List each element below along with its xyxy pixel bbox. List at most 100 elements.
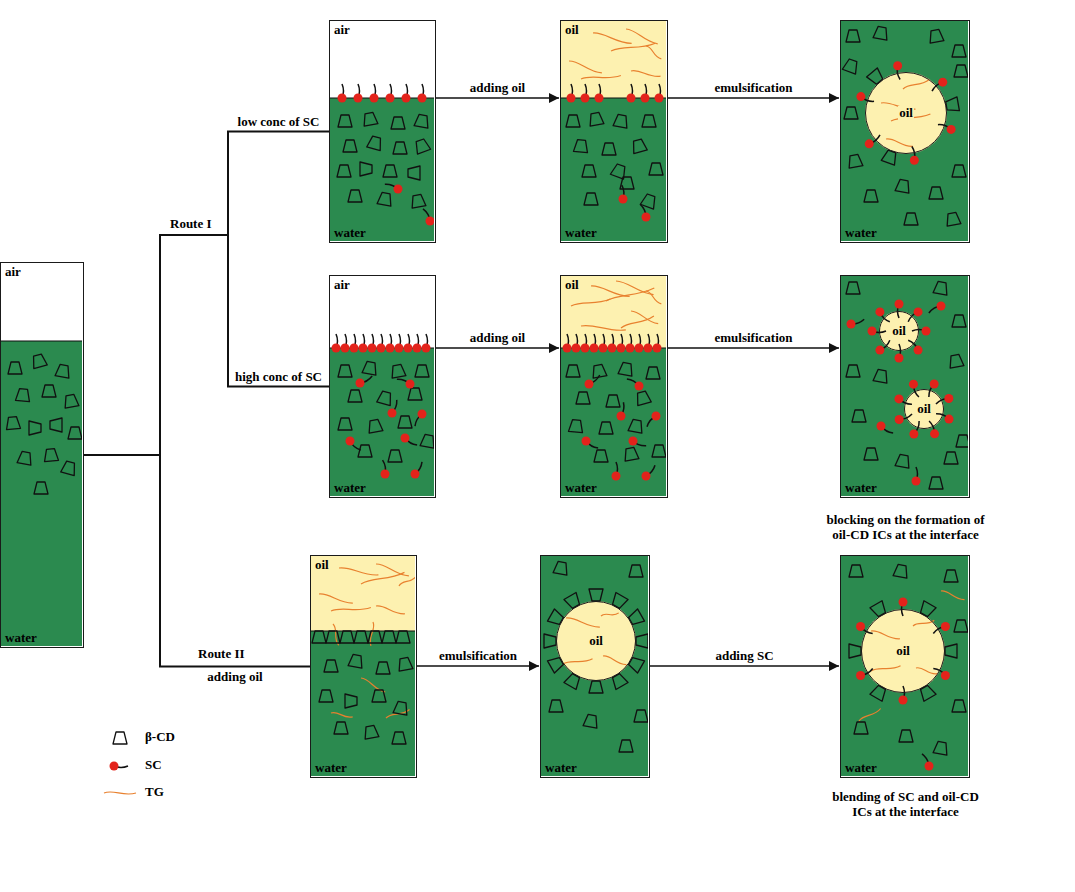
cyclodextrin-symbol (393, 142, 407, 154)
surfactant-head (595, 94, 604, 103)
cyclodextrin-symbol (635, 390, 652, 405)
cyclodextrin-symbol (576, 392, 590, 404)
cyclodextrin-symbol (326, 631, 340, 643)
process-arrow (436, 347, 559, 349)
cyclodextrin-symbol (362, 361, 378, 375)
water-phase (541, 556, 648, 776)
surfactant-head (626, 344, 635, 353)
surfactant-head (350, 344, 359, 353)
surfactant-head (599, 344, 608, 353)
cyclodextrin-symbol (849, 644, 861, 658)
edge-label: emulsification (439, 649, 517, 664)
phase-label: water (314, 761, 348, 775)
cyclodextrin-symbol (606, 395, 620, 407)
cyclodextrin-symbol (408, 166, 420, 180)
cyclodextrin-symbol (16, 388, 31, 401)
surfactant-head (585, 380, 594, 389)
phase-panel: airwater (329, 20, 436, 243)
interface-line (561, 97, 666, 98)
cyclodextrin-symbol (895, 454, 911, 468)
surfactant-head (426, 217, 435, 226)
cyclodextrin-symbol (944, 570, 958, 582)
upper-phase (1, 263, 82, 341)
surfactant-head (635, 382, 644, 391)
cyclodextrin-symbol (627, 655, 644, 673)
phase-label: water (4, 631, 38, 645)
phase-label: air (333, 23, 351, 37)
route-connector (84, 455, 310, 667)
triglyceride-chain (569, 60, 603, 74)
cyclodextrin-symbol (392, 732, 406, 744)
phase-panel: oilwater (560, 20, 668, 243)
cyclodextrin-symbol (619, 740, 633, 752)
surfactant-head (619, 195, 628, 204)
upper-phase (330, 21, 434, 98)
cyclodextrin-symbol (410, 194, 426, 208)
cyclodextrin-symbol (948, 354, 964, 368)
cyclodextrin-symbol (628, 419, 644, 433)
triglyceride-chain (886, 138, 914, 147)
cyclodextrin-symbol (31, 353, 48, 368)
surfactant-head (332, 344, 341, 353)
surfactant-head (893, 61, 902, 70)
surfactant-head (641, 94, 650, 103)
surfactant-head (847, 320, 856, 329)
cyclodextrin-symbol (372, 690, 386, 702)
surfactant-head (341, 344, 350, 353)
cyclodextrin-symbol (8, 362, 22, 374)
oil-droplet: oil (879, 311, 919, 351)
cyclodextrin-symbol (594, 450, 608, 462)
surfactant-head (941, 671, 950, 680)
surfactant-head (856, 622, 865, 631)
surfactant-head (914, 307, 923, 316)
surfactant-head (868, 327, 877, 336)
surfactant-head (406, 380, 415, 389)
surfactant-head (590, 344, 599, 353)
triglyceride-chain (913, 619, 935, 627)
cyclodextrin-symbol (50, 418, 62, 432)
cyclodextrin-symbol (396, 631, 410, 643)
triglyceride-chain (871, 665, 901, 672)
cyclodextrin-symbol (844, 107, 858, 119)
water-phase (1, 263, 82, 646)
interface-line (1, 340, 82, 341)
surfactant-head (377, 344, 386, 353)
cyclodextrin-symbol (312, 631, 326, 643)
surfactant-head (411, 470, 420, 479)
cyclodextrin-symbol (895, 179, 911, 193)
surfactant-head (909, 380, 918, 389)
surfactant-head (914, 346, 923, 355)
cyclodextrin-symbol (584, 193, 598, 205)
process-arrow (668, 97, 839, 99)
cyclodextrin-symbol (393, 701, 409, 715)
cyclodextrin-symbol (847, 154, 863, 168)
legend-text: SC (145, 758, 162, 773)
panel-illustration (561, 21, 666, 241)
cyclodextrin-symbol (348, 654, 364, 668)
route-connector (84, 132, 329, 456)
cyclodextrin-symbol (952, 315, 966, 327)
surfactant-head (567, 94, 576, 103)
cyclodextrin-symbol (6, 416, 21, 429)
cyclodextrin-symbol (360, 162, 372, 176)
route-label: Route I (170, 217, 212, 232)
cyclodextrin-symbol (566, 365, 580, 377)
surfactant-head (937, 302, 946, 311)
phase-panel: wateroil (840, 20, 970, 243)
cyclodextrin-symbol (582, 165, 596, 177)
surfactant-head (413, 344, 422, 353)
triglyceride-chain (871, 630, 901, 640)
surfactant-head (612, 472, 621, 481)
edge-label: adding oil (470, 81, 525, 96)
cyclodextrin-symbol (354, 631, 368, 643)
triglyceride-chain (566, 617, 600, 628)
cyclodextrin-symbol (867, 68, 885, 86)
cyclodextrin-symbol (358, 445, 372, 457)
cyclodextrin-symbol (544, 634, 556, 648)
cyclodextrin-symbol (408, 388, 422, 400)
panel-illustration (330, 21, 434, 241)
cyclodextrin-symbol (113, 732, 127, 744)
cyclodextrin-symbol (918, 601, 936, 618)
cyclodextrin-symbol (337, 165, 351, 177)
phase-label: water (333, 481, 367, 495)
